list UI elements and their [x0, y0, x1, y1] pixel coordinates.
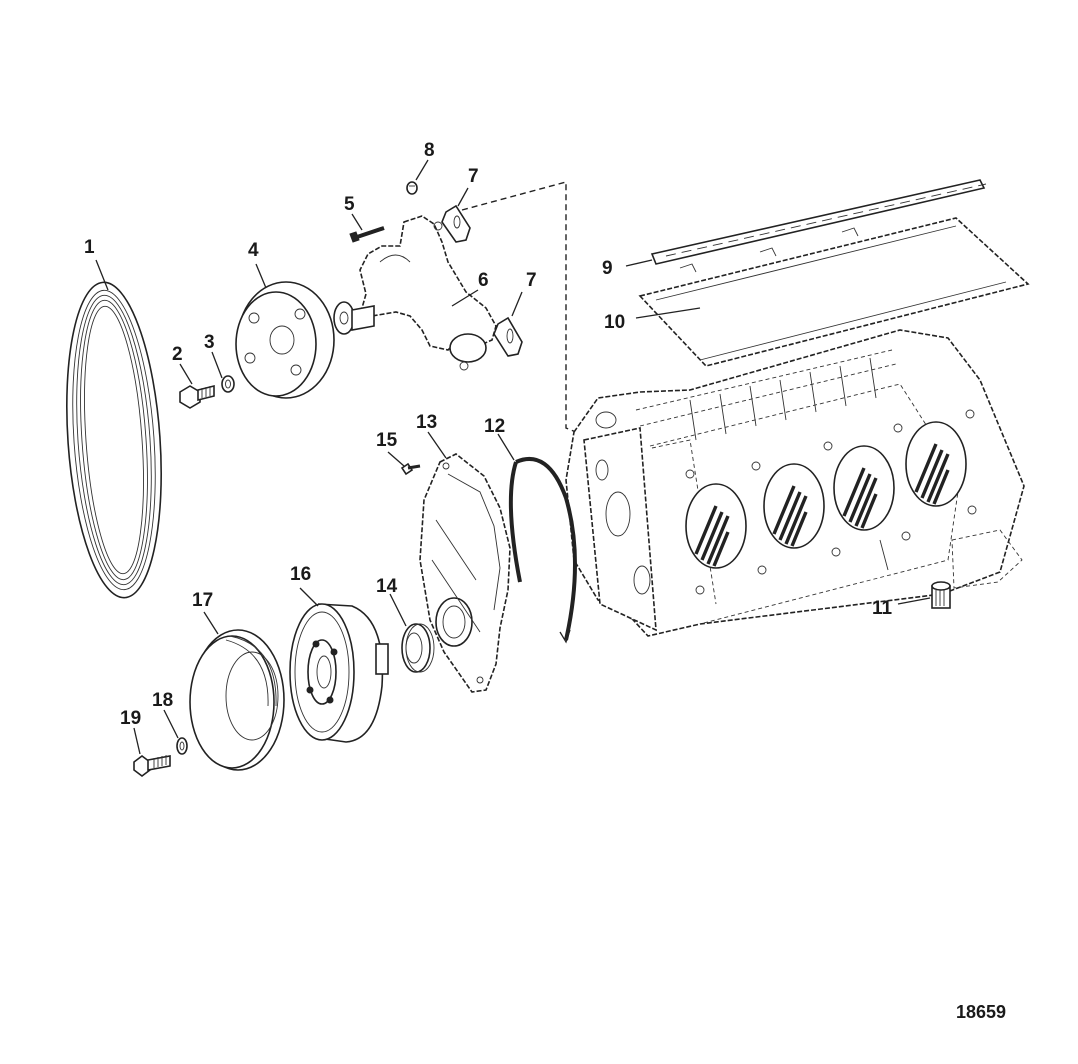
part-19-bolt — [133, 755, 171, 777]
cylinder-bores — [685, 421, 967, 569]
callout-19: 19 — [120, 708, 141, 729]
callout-14-15: 15 — [376, 430, 398, 451]
callout-6: 6 — [478, 270, 489, 291]
part-3-washer — [221, 375, 235, 393]
part-9-gasket — [650, 179, 987, 265]
callout-11: 11 — [872, 598, 893, 619]
callout-1: 1 — [84, 237, 95, 258]
engine-block — [565, 329, 1025, 637]
callout-5: 5 — [344, 194, 355, 215]
callout-2: 2 — [172, 344, 183, 365]
callout-9: 9 — [602, 258, 613, 279]
callout-7-upper: 7 — [468, 166, 479, 187]
callout-4: 4 — [248, 240, 259, 261]
part-10-valley-plate — [638, 217, 1030, 367]
part-14-crank-seal — [401, 623, 435, 673]
part-4-pulley — [235, 281, 335, 399]
callout-18: 18 — [152, 690, 173, 711]
part-12-seal-ring — [508, 456, 577, 644]
callout-labels: 1 2 3 4 5 6 7 7 8 9 10 11 12 13 15 14 16… — [84, 140, 893, 729]
callout-17: 17 — [192, 590, 213, 611]
callout-12: 12 — [484, 416, 505, 437]
part-5-bolt — [349, 226, 385, 243]
part-15-bolt — [400, 462, 421, 476]
leader-lines — [95, 159, 931, 755]
part-6-water-pump — [333, 215, 497, 371]
part-7-gasket-upper — [441, 204, 471, 243]
callout-7-lower: 7 — [526, 270, 537, 291]
part-7-gasket-lower — [493, 316, 523, 357]
part-2-bolt — [179, 384, 215, 409]
part-13-timing-cover — [419, 453, 511, 693]
callout-13: 13 — [416, 412, 437, 433]
part-1-drive-belt — [66, 281, 162, 599]
figure-number: 18659 — [956, 1002, 1006, 1022]
callout-8: 8 — [424, 140, 435, 161]
part-11-fitting — [931, 581, 951, 609]
part-16-balancer — [289, 603, 389, 743]
part-18-washer — [176, 737, 188, 755]
part-8-nut — [406, 181, 418, 195]
callout-3: 3 — [204, 332, 215, 353]
callout-16: 16 — [290, 564, 311, 585]
part-17-crank-pulley — [189, 629, 285, 771]
callout-10: 10 — [604, 312, 625, 333]
callout-14: 14 — [376, 576, 398, 597]
